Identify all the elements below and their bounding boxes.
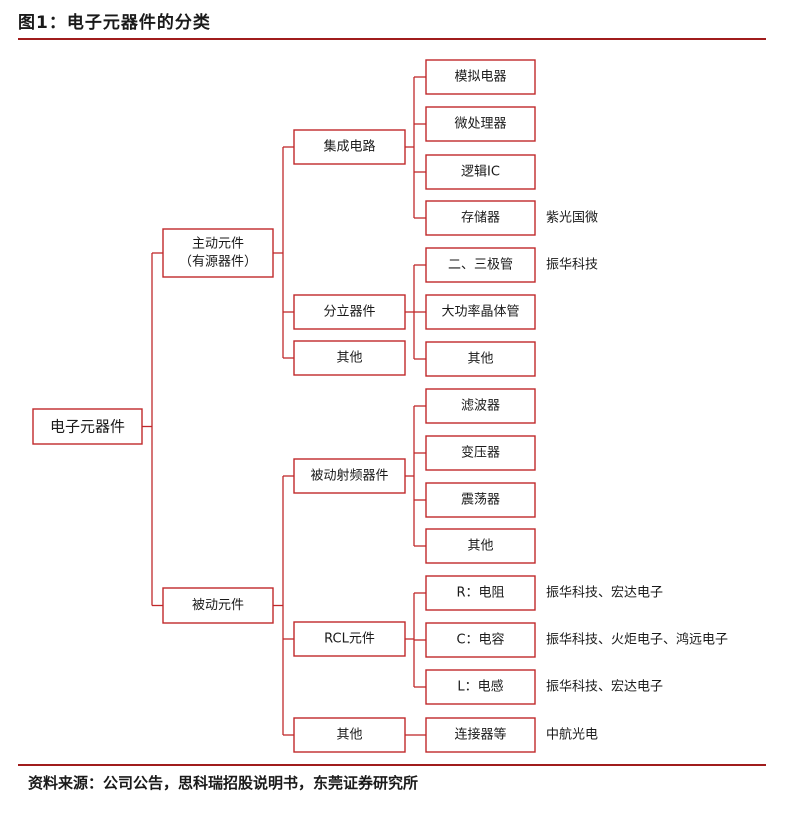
item-1 [425,106,536,142]
item-8-label: 变压器 [461,445,500,461]
company-note-3: 紫光国微 [546,211,598,226]
item-9-label: 震荡器 [461,493,500,508]
item-12 [425,622,536,658]
bottom-rule [18,764,766,766]
category-active-label: （有源器件） [179,255,257,270]
item-0-label: 模拟电器 [454,70,506,85]
item-14 [425,717,536,753]
item-6 [425,341,536,377]
group-ic [293,129,406,165]
item-9 [425,482,536,518]
item-8 [425,435,536,471]
company-note-11: 振华科技、宏达电子 [546,586,663,601]
group-passive_other-label: 其他 [336,728,362,743]
item-10-label: 其他 [467,539,493,554]
group-discrete [293,294,406,330]
item-3 [425,200,536,236]
item-5-label: 大功率晶体管 [441,304,519,320]
top-rule [18,38,766,40]
group-active_other [293,340,406,376]
group-passive_other [293,717,406,753]
source-note: 资料来源：公司公告，思科瑞招股说明书，东莞证券研究所 [28,774,419,792]
company-note-4: 振华科技 [546,258,598,273]
company-note-13: 振华科技、宏达电子 [546,680,663,695]
category-passive [162,587,274,624]
group-rf-label: 被动射频器件 [310,468,388,484]
item-6-label: 其他 [467,352,493,367]
item-10 [425,528,536,564]
group-active_other-label: 其他 [336,351,362,366]
item-3-label: 存储器 [461,211,500,226]
item-1-label: 微处理器 [454,117,506,132]
group-rf [293,458,406,494]
group-discrete-label: 分立器件 [323,305,375,320]
item-11-label: R：电阻 [456,586,504,601]
item-7-label: 滤波器 [461,399,500,414]
item-5 [425,294,536,330]
item-2-label: 逻辑IC [461,165,500,180]
category-active-label: 主动元件 [192,237,244,252]
category-passive-label: 被动元件 [192,598,244,613]
group-ic-label: 集成电路 [323,139,375,155]
category-active [162,228,274,278]
item-12-label: C：电容 [456,632,504,648]
root-node-label: 电子元器件 [50,418,125,436]
item-4 [425,247,536,283]
company-note-14: 中航光电 [546,727,598,743]
item-14-label: 连接器等 [454,727,506,743]
item-11 [425,575,536,611]
group-rcl [293,621,406,657]
company-note-12: 振华科技、火炬电子、鸿远电子 [546,632,728,648]
item-13 [425,669,536,705]
group-rcl-label: RCL元件 [324,632,375,647]
figure-title: 图1：电子元器件的分类 [18,13,211,33]
item-13-label: L：电感 [457,679,503,695]
item-4-label: 二、三极管 [448,258,513,273]
